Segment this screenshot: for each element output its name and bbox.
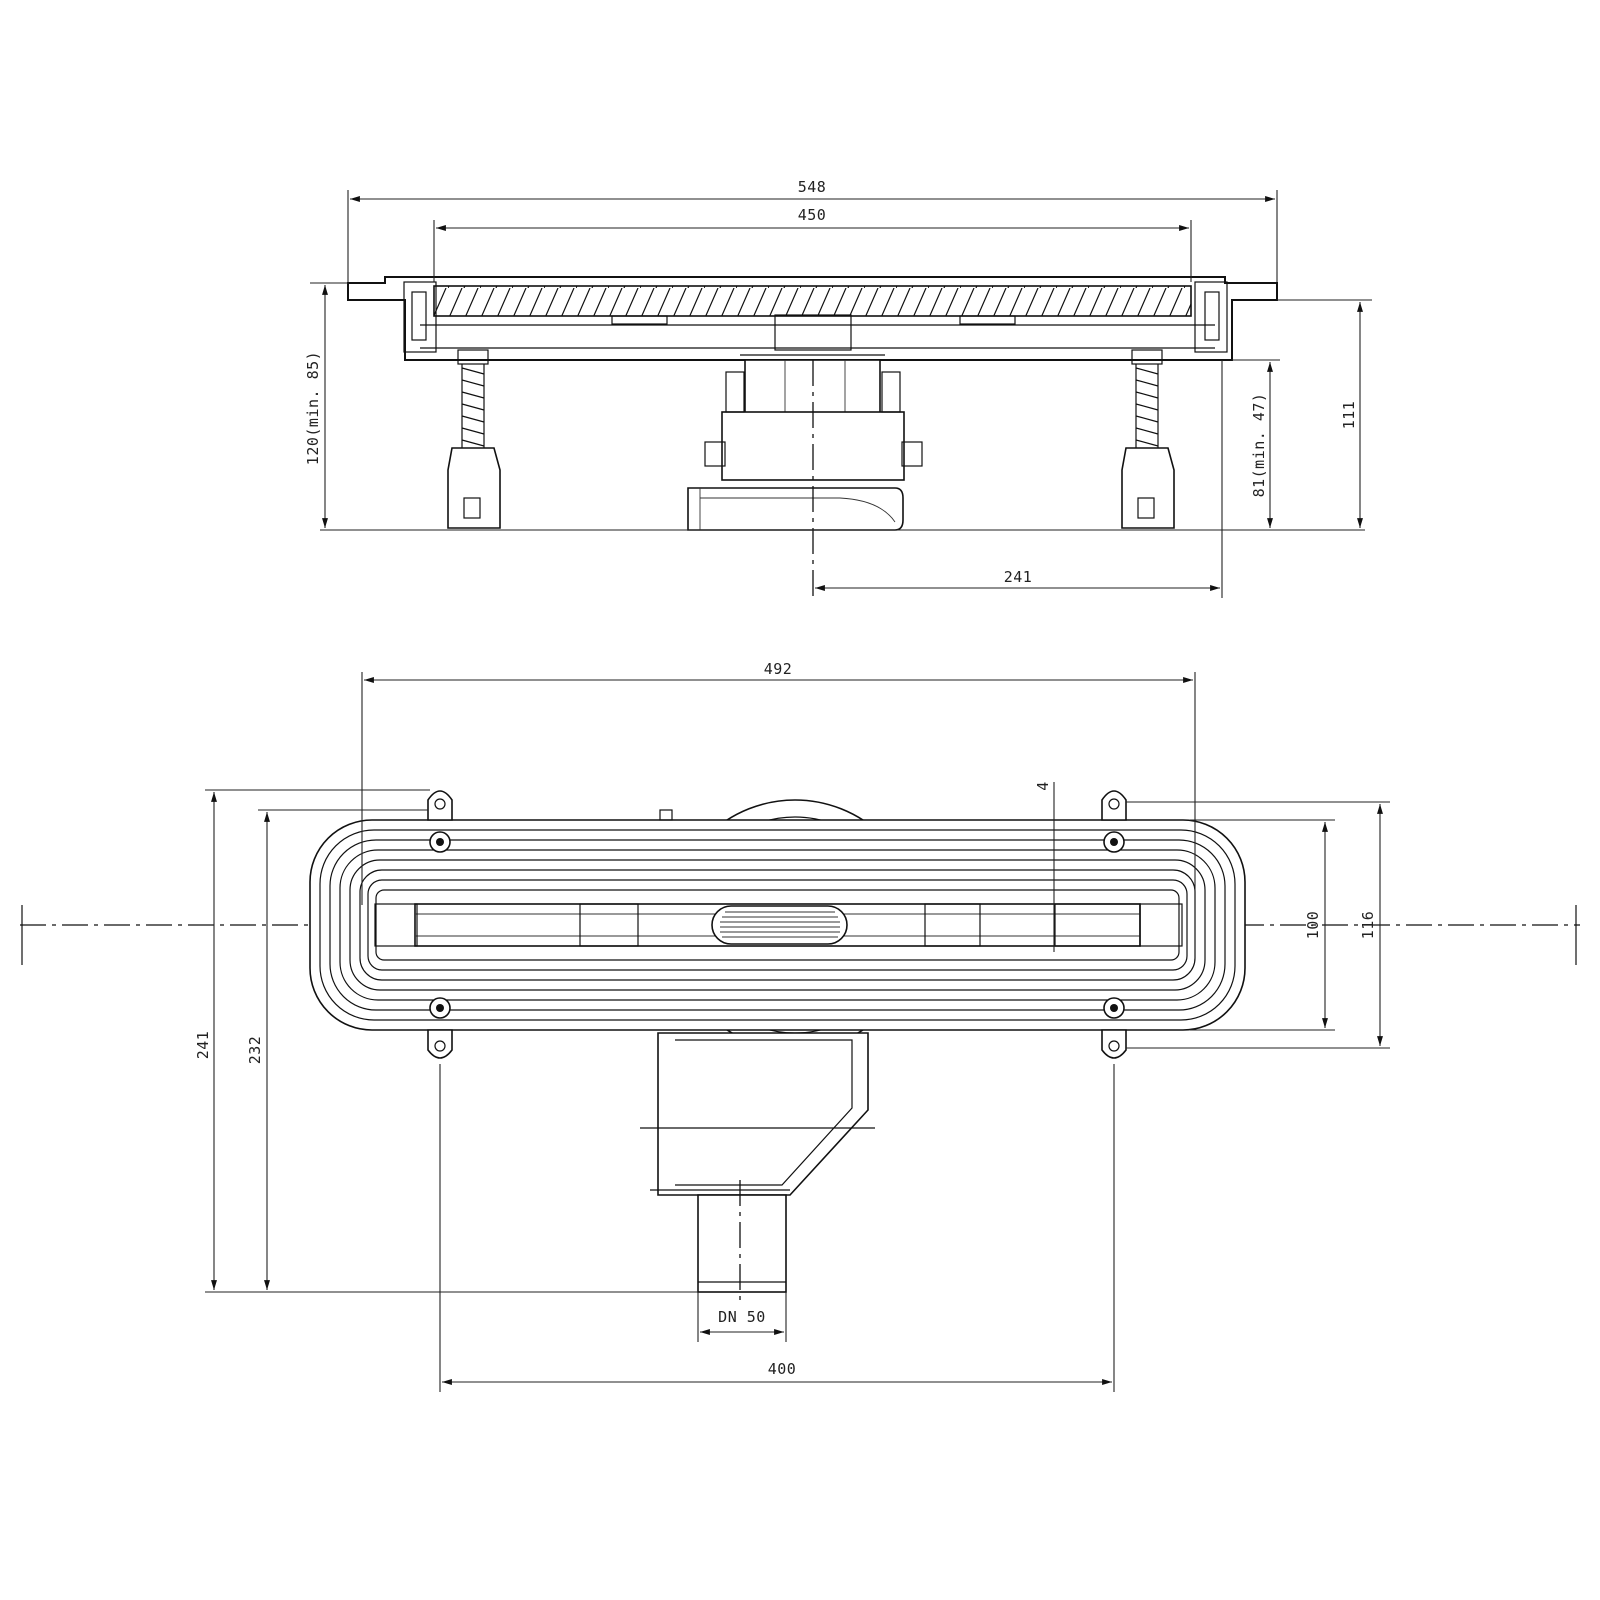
top-small-tab bbox=[659, 809, 673, 821]
dim-241-side-label: 241 bbox=[1004, 568, 1033, 586]
dim-116-label: 116 bbox=[1359, 911, 1377, 940]
dim-120-label: 120(min. 85) bbox=[304, 351, 322, 465]
trap-clip-right bbox=[901, 441, 923, 467]
dim-4-label: 4 bbox=[1034, 781, 1052, 791]
dim-450-label: 450 bbox=[798, 206, 827, 224]
dim-111-label: 111 bbox=[1340, 401, 1358, 430]
grate-support-right bbox=[959, 315, 1016, 325]
central-grille bbox=[711, 905, 848, 945]
trap-top-stub bbox=[774, 314, 852, 351]
adjustable-foot-left bbox=[447, 349, 501, 529]
end-bracket-right bbox=[1194, 281, 1228, 353]
channel-ring-3 bbox=[339, 849, 1216, 1001]
dim-492-label: 492 bbox=[764, 660, 793, 678]
dim-100-label: 100 bbox=[1304, 911, 1322, 940]
outlet-elbow-top bbox=[657, 1032, 869, 1196]
grate-support-left bbox=[611, 315, 668, 325]
trap-clip-right-upper bbox=[881, 371, 901, 413]
slot-seg-2 bbox=[924, 903, 981, 947]
dim-232-label: 232 bbox=[246, 1036, 264, 1065]
slot-end-left bbox=[374, 903, 418, 947]
outlet-pipe-side bbox=[687, 487, 904, 531]
mount-lug-top-left bbox=[427, 790, 453, 853]
channel-ring-6 bbox=[367, 879, 1188, 971]
channel-ring-4 bbox=[349, 859, 1206, 991]
mount-lug-bottom-right bbox=[1101, 997, 1127, 1059]
adjustable-foot-right bbox=[1121, 349, 1175, 529]
end-bracket-right-inner bbox=[1204, 291, 1220, 341]
central-grille-bars bbox=[720, 911, 840, 938]
slot-seg-1 bbox=[579, 903, 639, 947]
side-view: 548 450 120(min. 85) 81(min. 47) 111 241 bbox=[304, 178, 1372, 600]
channel-ring-2 bbox=[329, 839, 1226, 1011]
channel-ring-5 bbox=[359, 869, 1196, 981]
end-bracket-left bbox=[403, 281, 437, 353]
trap-clip-left bbox=[704, 441, 726, 467]
channel-ring-1 bbox=[319, 829, 1236, 1021]
top-view: 492 4 241 232 100 116 DN 50 400 bbox=[20, 660, 1580, 1392]
dim-dn50-label: DN 50 bbox=[718, 1308, 766, 1326]
grate-hatched-section bbox=[433, 285, 1192, 317]
mount-lug-bottom-left bbox=[427, 997, 453, 1059]
dim-241-top-label: 241 bbox=[194, 1031, 212, 1060]
channel-ring-7 bbox=[375, 889, 1180, 961]
slot-end-right bbox=[1139, 903, 1183, 947]
dim-81-label: 81(min. 47) bbox=[1250, 393, 1268, 498]
dim-548-label: 548 bbox=[798, 178, 827, 196]
outlet-pipe-curve bbox=[700, 497, 896, 523]
end-bracket-left-inner bbox=[411, 291, 427, 341]
outlet-pipe-top bbox=[697, 1194, 787, 1293]
mount-lug-top-right bbox=[1101, 790, 1127, 853]
dim-400-label: 400 bbox=[768, 1360, 797, 1378]
outlet-elbow-inner bbox=[675, 1039, 853, 1186]
trap-clip-left-upper bbox=[725, 371, 745, 413]
